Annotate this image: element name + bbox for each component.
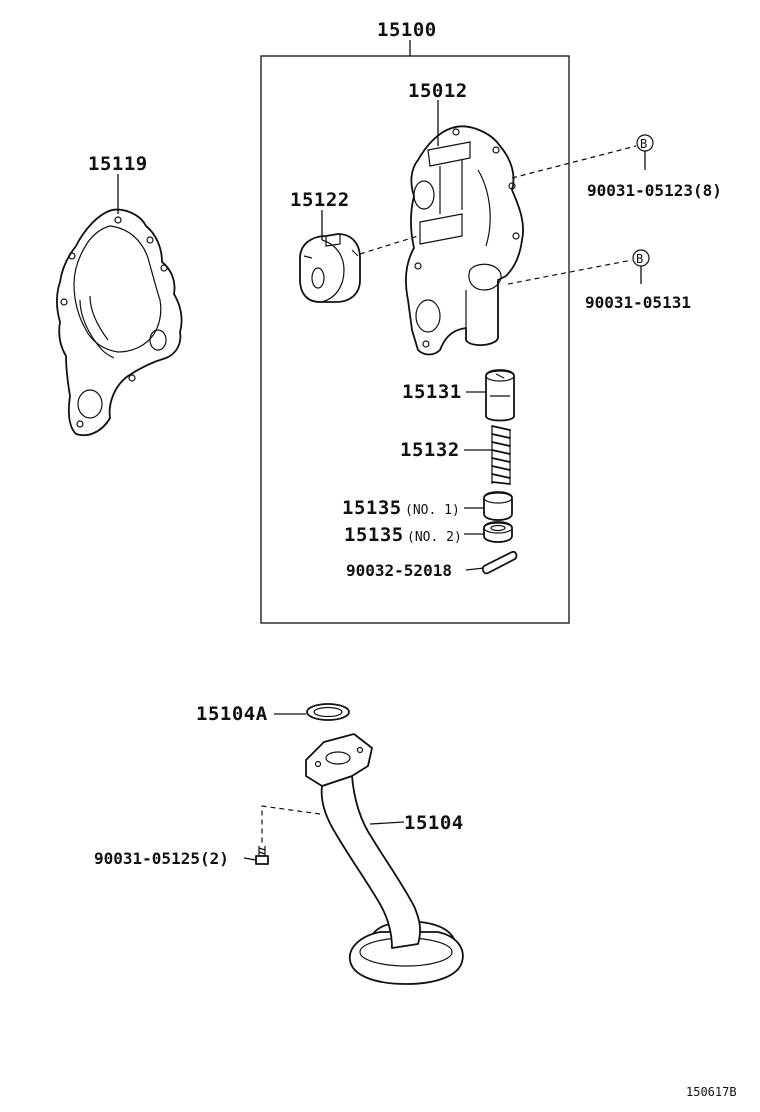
label-spring[interactable]: 15132 <box>400 439 460 461</box>
bolt1-dash <box>507 259 633 285</box>
label-bolt-8[interactable]: 90031-05123(8) <box>587 181 722 200</box>
label-bolt-1[interactable]: 90031-05131 <box>585 293 691 312</box>
pin-part <box>481 550 518 575</box>
assembly-box <box>260 55 570 624</box>
strainer-bolt-dash <box>261 805 321 846</box>
retainer-1-part <box>483 491 513 521</box>
label-strainer-bolt[interactable]: 90031-05125(2) <box>94 849 229 868</box>
strainer-part <box>305 733 464 985</box>
label-retainer-1[interactable]: 15135 <box>342 497 402 519</box>
figure-id: 150617B <box>686 1085 737 1099</box>
label-pin[interactable]: 90032-52018 <box>346 561 452 580</box>
label-pump-body[interactable]: 15012 <box>408 80 468 102</box>
label-rotor[interactable]: 15122 <box>290 189 350 211</box>
oring-part <box>306 703 350 721</box>
label-oring[interactable]: 15104A <box>196 703 268 725</box>
relief-valve-part <box>485 369 515 422</box>
label-valve[interactable]: 15131 <box>402 381 462 403</box>
strainer-bolt-part <box>255 846 269 865</box>
label-strainer[interactable]: 15104 <box>404 812 464 834</box>
label-retainer-2-note: (NO. 2) <box>407 530 462 545</box>
bolt8-dash <box>511 145 637 179</box>
label-assembly[interactable]: 15100 <box>377 19 437 41</box>
pump-body-part <box>405 125 524 356</box>
ref-b1: B <box>640 137 647 151</box>
gasket-part <box>56 208 183 437</box>
label-gasket[interactable]: 15119 <box>88 153 148 175</box>
label-retainer-1-note: (NO. 1) <box>405 503 460 518</box>
rotor-dash <box>359 235 419 255</box>
retainer-2-part <box>483 521 513 543</box>
label-retainer-2[interactable]: 15135 <box>344 524 404 546</box>
rotor-part <box>299 233 361 303</box>
spring-part <box>491 425 511 485</box>
ref-b2: B <box>636 252 643 266</box>
